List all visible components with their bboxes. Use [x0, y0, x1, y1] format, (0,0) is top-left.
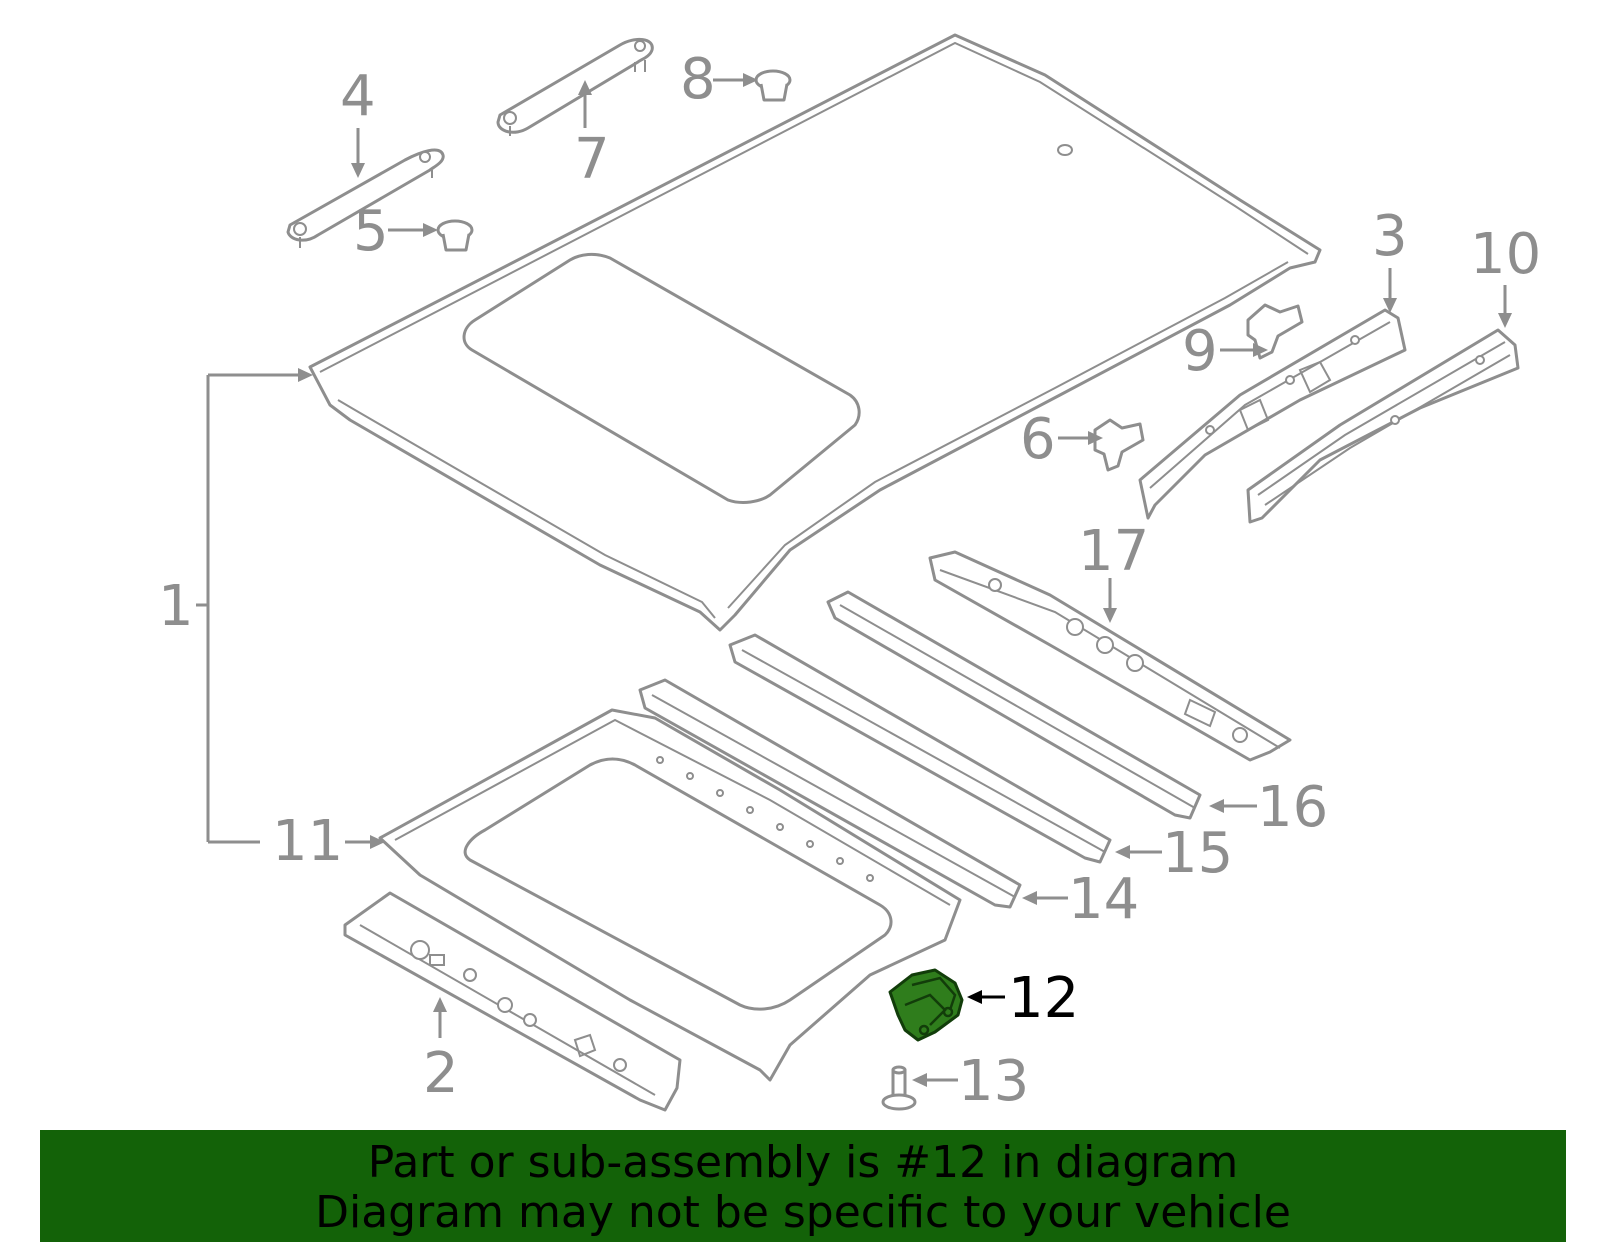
roof-bow-15	[728, 633, 1112, 864]
callout-11: 11	[272, 809, 343, 874]
clip-8	[754, 69, 792, 102]
bolt-13	[881, 1065, 917, 1111]
highlighted-bracket-12[interactable]	[888, 968, 964, 1042]
roof-bow-17	[928, 550, 1292, 762]
rear-header-inner-3	[1138, 308, 1407, 520]
callout-1: 1	[158, 574, 194, 639]
callout-15: 15	[1162, 821, 1233, 886]
front-header-2	[343, 891, 682, 1112]
leader-lines	[196, 73, 1512, 1087]
info-banner: Part or sub-assembly is #12 in diagram D…	[40, 1130, 1566, 1242]
callout-7: 7	[574, 127, 610, 192]
callout-9: 9	[1182, 319, 1218, 384]
sunroof-reinforcement-frame-11	[378, 708, 962, 1082]
bracket-9	[1246, 303, 1304, 360]
callout-5: 5	[353, 199, 389, 264]
roof-rail-bracket-7	[496, 37, 654, 136]
callout-labels: 1 2 3 4 5 6 7 8 9 10 11 12 13 14 15 16 1…	[158, 47, 1541, 1114]
callout-16: 16	[1257, 775, 1328, 840]
callout-10: 10	[1470, 222, 1541, 287]
banner-part-note: Part or sub-assembly is #12 in diagram	[367, 1137, 1239, 1188]
callout-14: 14	[1068, 867, 1139, 932]
callout-13: 13	[958, 1049, 1029, 1114]
banner-disclaimer: Diagram may not be specific to your vehi…	[315, 1187, 1291, 1238]
callout-4: 4	[340, 64, 376, 129]
rear-header-10	[1246, 328, 1520, 524]
callout-12: 12	[1008, 966, 1079, 1031]
bracket-6	[1093, 418, 1145, 472]
clip-5	[436, 219, 474, 252]
callout-8: 8	[680, 47, 716, 112]
callout-3: 3	[1372, 204, 1408, 269]
callout-6: 6	[1020, 407, 1056, 472]
roof-bow-14	[638, 678, 1022, 909]
roof-bow-16	[826, 590, 1202, 820]
roof-panel	[308, 33, 1322, 632]
callout-17: 17	[1078, 519, 1149, 584]
callout-2: 2	[423, 1041, 459, 1106]
roof-rail-bracket-4	[286, 148, 445, 248]
